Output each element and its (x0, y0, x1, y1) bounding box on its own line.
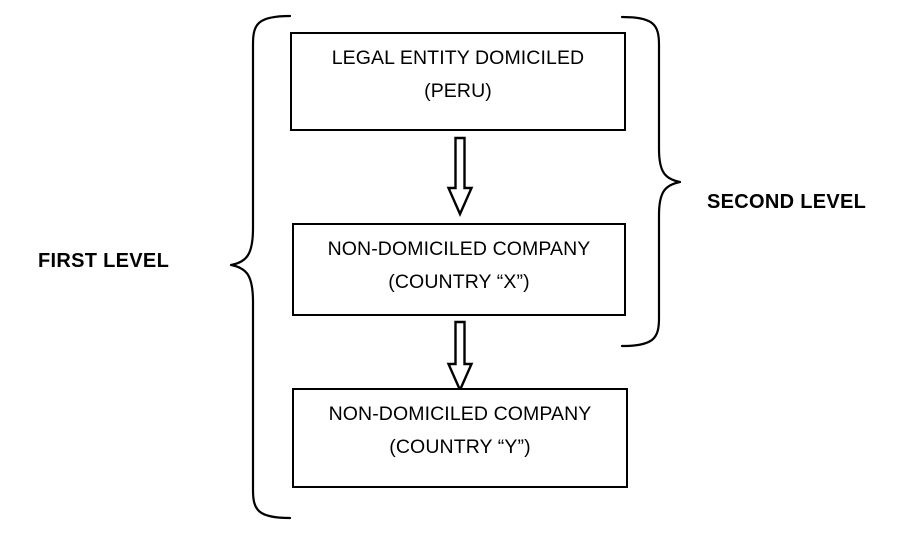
node-non-domiciled-company-x-line-1: NON-DOMICILED COMPANY (327, 238, 591, 260)
node-legal-entity-domiciled-line-2: (PERU) (424, 79, 492, 102)
first-level-label: FIRST LEVEL (38, 250, 170, 272)
node-non-domiciled-company-y: NON-DOMICILED COMPANY (COUNTRY “Y”) (292, 388, 628, 488)
node-non-domiciled-company-x: NON-DOMICILED COMPANY (COUNTRY “X”) (292, 223, 626, 316)
node-non-domiciled-company-x-line-2: (COUNTRY “X”) (388, 270, 530, 293)
first-level-brace (229, 14, 292, 520)
flow-arrow-down-1 (446, 136, 474, 217)
node-non-domiciled-company-y-line-2: (COUNTRY “Y”) (389, 435, 531, 458)
node-legal-entity-domiciled-line-1: LEGAL ENTITY DOMICILED (331, 47, 585, 69)
node-non-domiciled-company-y-line-1: NON-DOMICILED COMPANY (328, 403, 592, 425)
second-level-label: SECOND LEVEL (707, 191, 867, 213)
node-legal-entity-domiciled: LEGAL ENTITY DOMICILED (PERU) (290, 32, 626, 131)
flow-arrow-down-2 (446, 320, 474, 393)
second-level-brace (620, 15, 682, 348)
